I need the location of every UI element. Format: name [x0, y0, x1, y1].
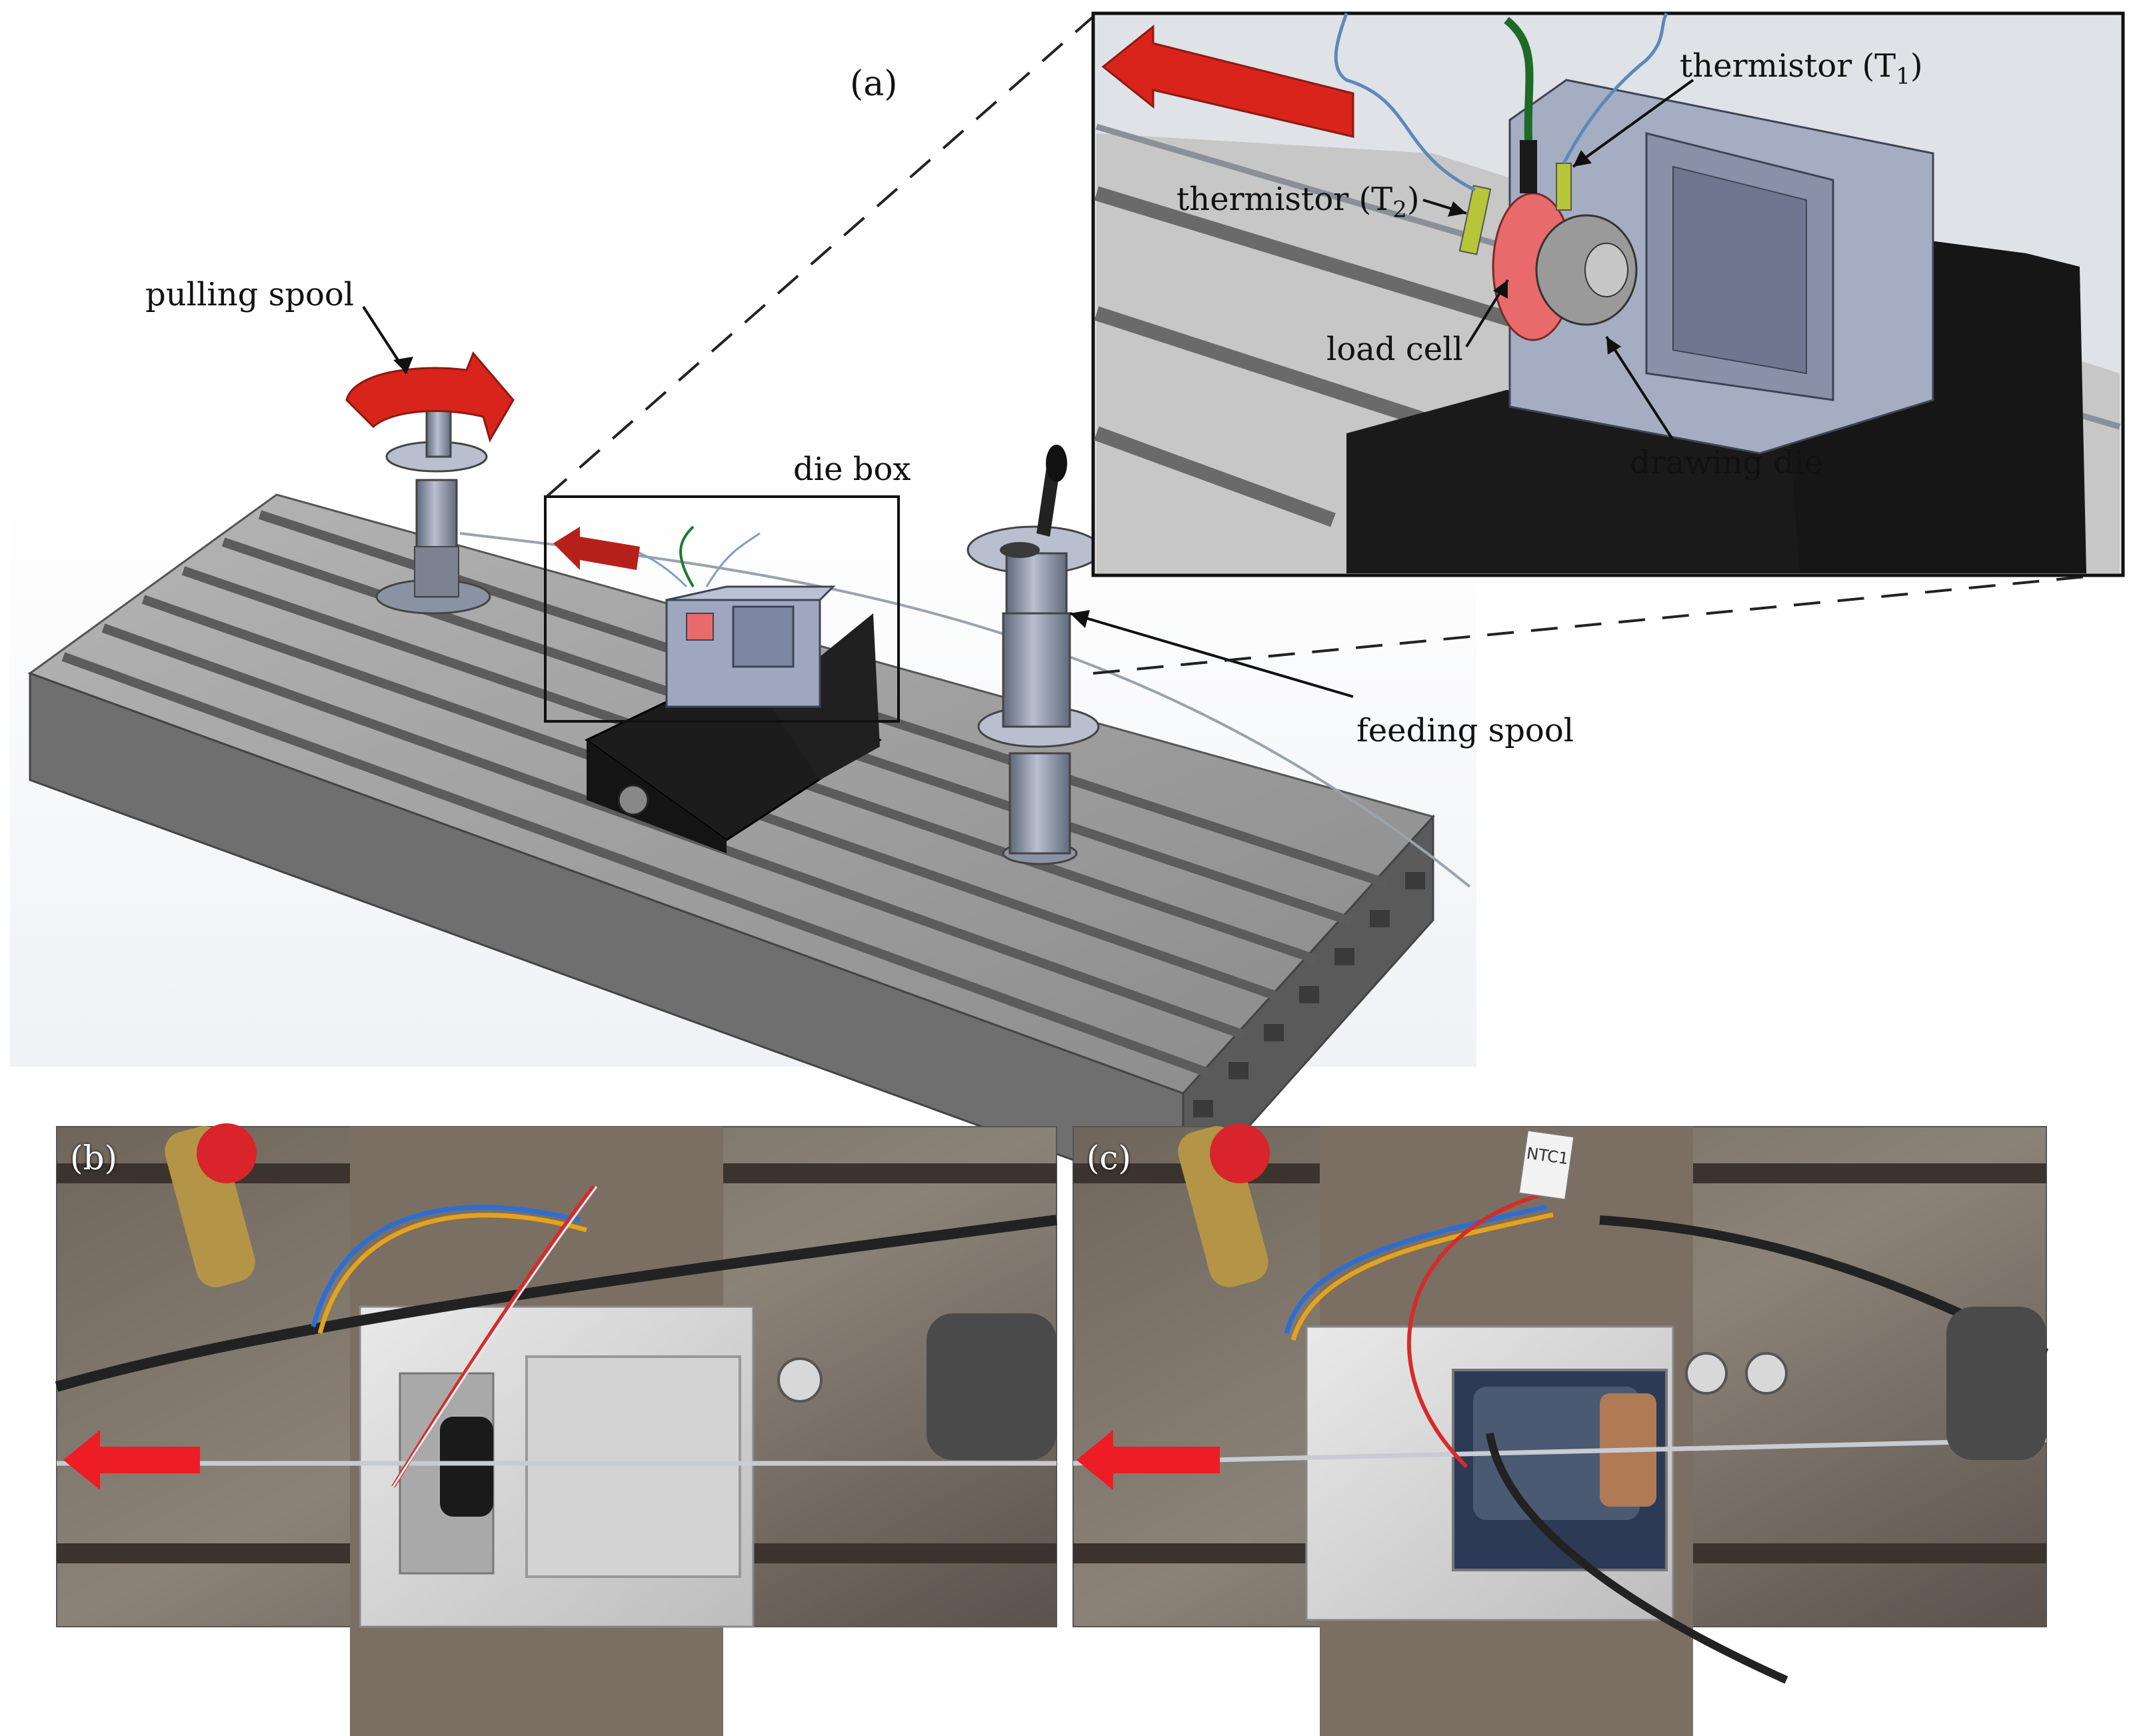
- thermistor-t2-subscript: 2: [1392, 196, 1407, 223]
- label-die-box: die box: [793, 451, 911, 488]
- label-thermistor-t1: thermistor (T1): [1680, 47, 1923, 90]
- thermistor-t1-subscript: 1: [1896, 63, 1910, 90]
- pulling-spool: [375, 377, 491, 615]
- thermistor-t1-text: thermistor (T: [1680, 47, 1896, 85]
- label-pulling-spool: pulling spool: [145, 276, 355, 313]
- panel-c-arrow: [1076, 1430, 1220, 1490]
- draw-direction-arrow: [1101, 24, 1354, 138]
- label-drawing-die: drawing die: [1630, 444, 1824, 481]
- panel-label-b: (b): [70, 1139, 118, 1177]
- panel-a-inset: [1091, 11, 2125, 577]
- panel-label-a: (a): [850, 64, 898, 104]
- feeding-spool: [967, 445, 1102, 865]
- panel-b-arrow: [63, 1430, 200, 1490]
- die-box-frame: [544, 495, 900, 723]
- panel-label-c: (c): [1086, 1139, 1132, 1177]
- ntc-tag: [1518, 1129, 1575, 1201]
- die-box-assembly: [585, 585, 882, 853]
- label-thermistor-t2: thermistor (T2): [1176, 181, 1420, 223]
- rotation-arrow: [345, 351, 515, 443]
- panel-c-photo: [1072, 1123, 2048, 1736]
- label-load-cell: load cell: [1326, 331, 1463, 368]
- thermistor-t2-text: thermistor (T: [1176, 181, 1393, 218]
- panel-b-photo: [55, 1123, 1058, 1736]
- small-draw-arrow: [553, 527, 640, 570]
- label-feeding-spool: feeding spool: [1356, 712, 1574, 749]
- panel-a-main-drawing: [10, 15, 2120, 1203]
- zoom-dashed-lines: [545, 15, 2120, 675]
